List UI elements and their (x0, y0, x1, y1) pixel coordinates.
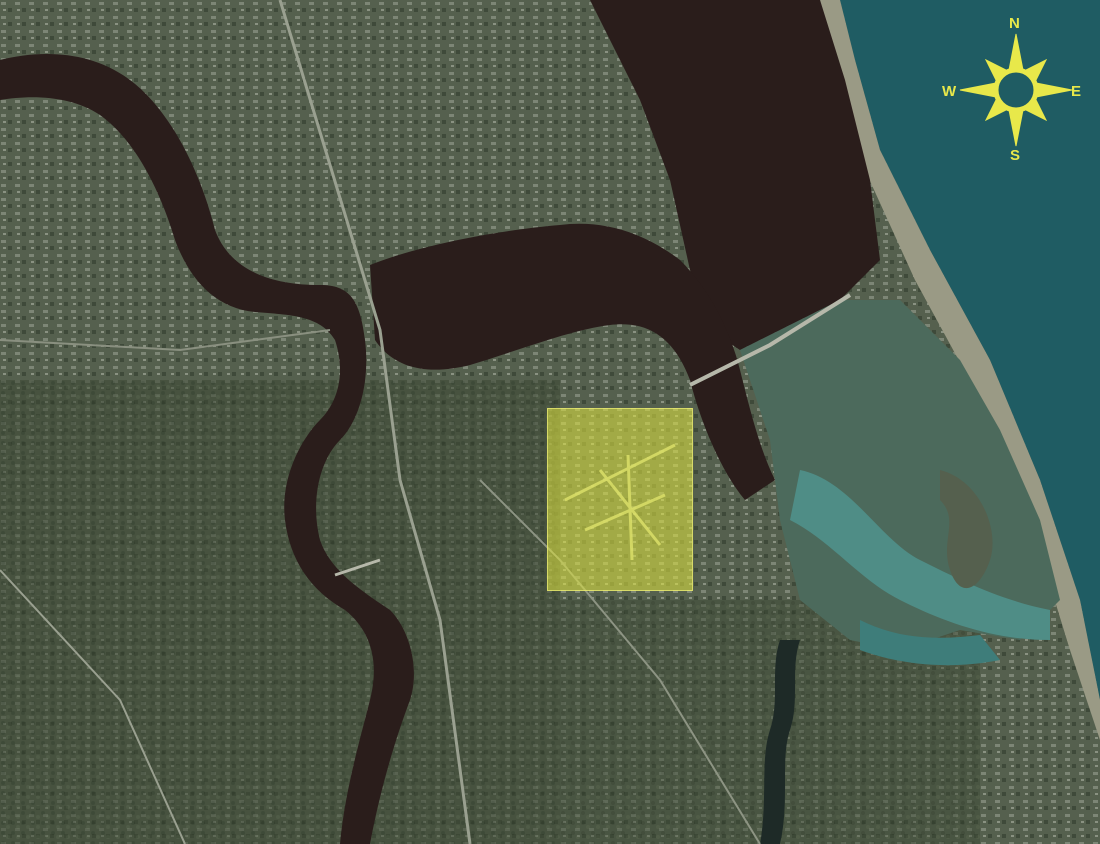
compass-west-label: W (942, 83, 957, 100)
compass-south-label: S (1010, 147, 1021, 164)
compass-east-label: E (1071, 83, 1082, 100)
compass-north-label: N (1009, 15, 1020, 32)
highlighted-area[interactable] (547, 408, 693, 591)
compass-rose: N S W E (942, 14, 1090, 164)
compass-icon (959, 33, 1073, 147)
